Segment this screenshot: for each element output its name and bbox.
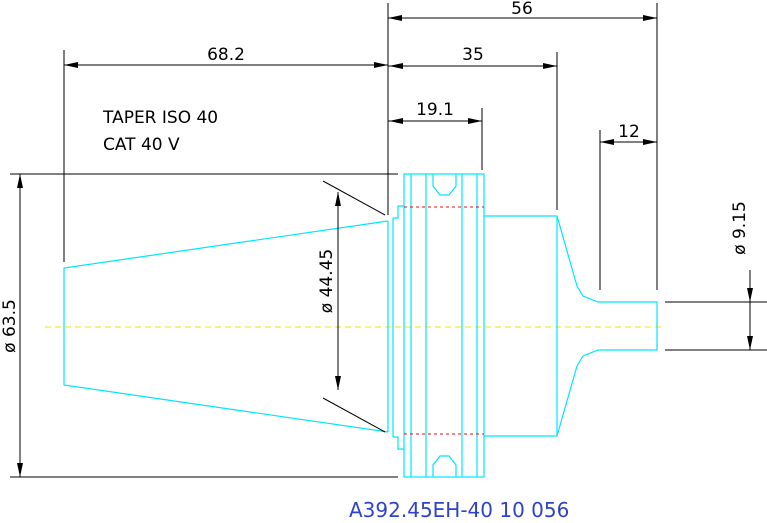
dim-label-gauge-diameter: ø 44.45: [317, 249, 337, 313]
body-outline: [484, 215, 658, 437]
note-taper-line1: TAPER ISO 40: [102, 108, 218, 128]
part-outline: [63, 173, 658, 478]
flange-outline: [403, 173, 485, 478]
part-number: A392.45EH-40 10 056: [349, 498, 569, 522]
dim-label-overall-length: 56: [511, 0, 533, 19]
dimension-lines: [10, 3, 767, 478]
dim-label-bore-depth: 12: [618, 122, 640, 142]
dim-label-bore-diameter: ø 9.15: [730, 201, 750, 255]
dim-label-flange-diameter: ø 63.5: [0, 299, 20, 353]
v-groove: [432, 174, 457, 196]
dim-label-flange-width: 19.1: [416, 100, 454, 120]
note-taper-line2: CAT 40 V: [103, 135, 180, 155]
dim-label-flange-to-end: 35: [462, 45, 484, 65]
dim-label-taper-length: 68.2: [207, 45, 245, 65]
taper-outline: [63, 220, 389, 433]
